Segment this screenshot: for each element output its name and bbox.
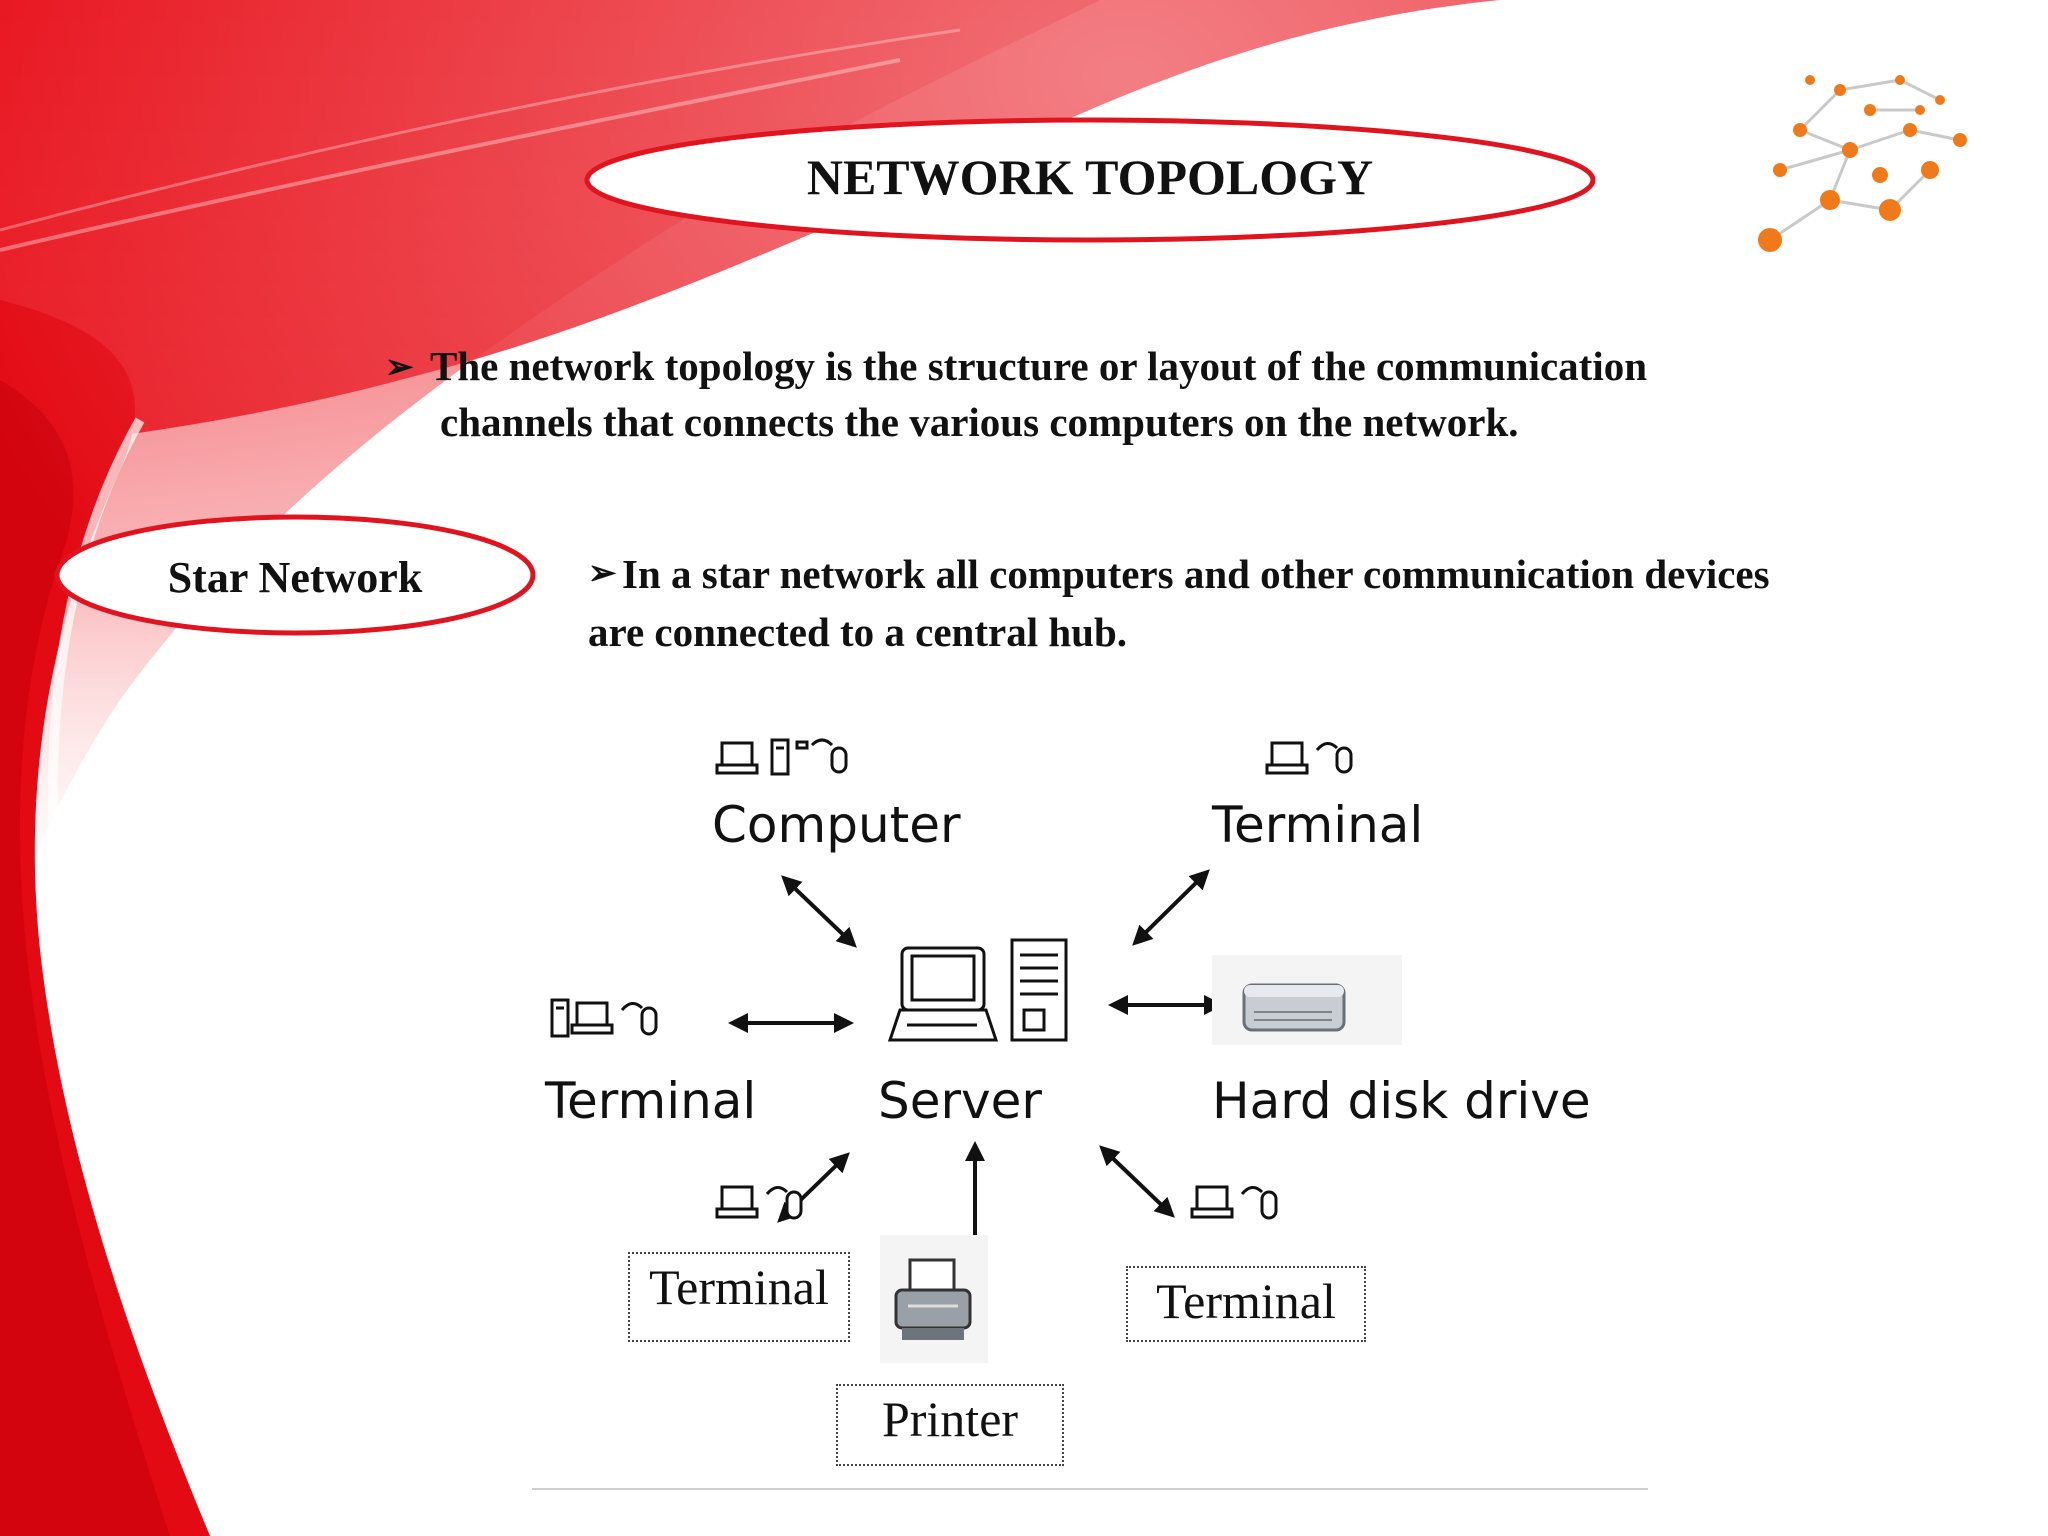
printer-label: Printer (836, 1384, 1064, 1466)
terminal-icon-bottom-left (715, 1185, 803, 1220)
intro-text-line2: channels that connects the various compu… (440, 399, 1519, 445)
terminal-icon-top-right (1265, 741, 1353, 775)
printer-icon (880, 1235, 988, 1363)
intro-text-line1: The network topology is the structure or… (430, 343, 1648, 389)
diagram-panel (532, 700, 1648, 1490)
section-oval (54, 514, 536, 636)
terminal-bottom-right-label: Terminal (1126, 1266, 1366, 1342)
arrow-computer-server (781, 875, 857, 948)
server-label: Server (878, 1072, 1042, 1130)
terminal-left-label: Terminal (545, 1072, 757, 1130)
terminal-icon-left (550, 998, 658, 1038)
intro-bullet-marker: ➢ (385, 349, 414, 386)
server-icon (887, 938, 1068, 1042)
network-logo-icon (1758, 75, 1967, 252)
title-oval (584, 117, 1596, 243)
computer-icon (715, 738, 848, 776)
star-bullet-marker: ➢ (588, 555, 617, 592)
computer-label: Computer (712, 796, 961, 854)
hard-disk-label: Hard disk drive (1212, 1072, 1591, 1130)
arrow-terminal-topright-server (1132, 869, 1210, 946)
terminal-icon-bottom-right (1190, 1185, 1278, 1220)
hard-disk-icon (1212, 955, 1402, 1045)
terminal-bottom-left-label: Terminal (628, 1252, 850, 1342)
star-text-line2: are connected to a central hub. (588, 609, 1128, 655)
diagram-baseline (532, 1488, 1648, 1490)
terminal-top-right-label: Terminal (1212, 796, 1424, 854)
star-diagram (550, 738, 1402, 1363)
page-title: NETWORK TOPOLOGY (806, 149, 1374, 205)
arrow-terminal-bottomright-server (1099, 1145, 1175, 1218)
section-label: Star Network (167, 553, 423, 602)
star-text-line1: In a star network all computers and othe… (622, 551, 1770, 597)
